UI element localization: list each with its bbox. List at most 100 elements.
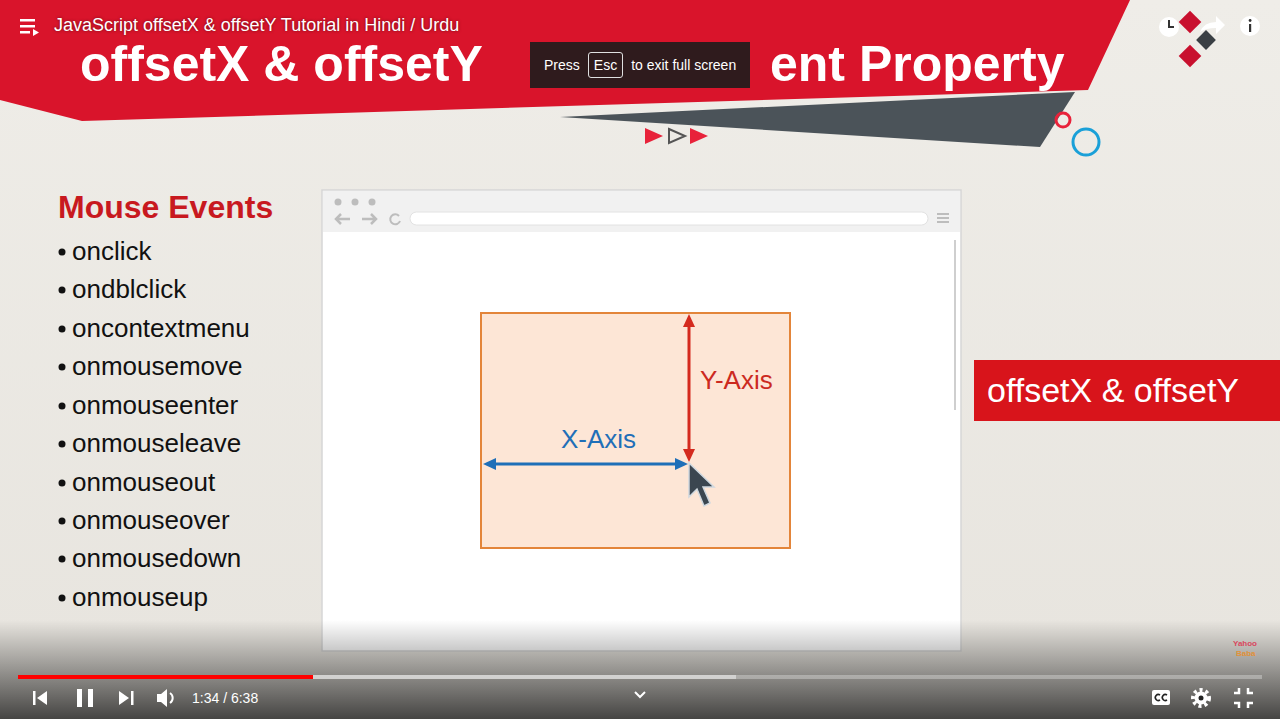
hint-text: to exit full screen (631, 57, 736, 73)
list-bullets-part (59, 249, 66, 256)
browser-window-part (335, 199, 342, 206)
browser-window-part (323, 191, 960, 232)
browser-window-part (369, 199, 376, 206)
y-axis-arrow (683, 314, 695, 462)
browser-window-part (352, 199, 359, 206)
y-axis-arrow-part (683, 314, 695, 327)
list-bullets-part (59, 480, 66, 487)
info-icon-part (1240, 16, 1260, 36)
volume-button (157, 689, 173, 707)
watch-later-icon (1159, 17, 1179, 37)
captions-button-part (1152, 690, 1170, 705)
mouse-cursor (689, 463, 714, 506)
pause-button (77, 689, 93, 707)
list-bullets-part (59, 326, 66, 333)
watch-later-icon-part (1169, 20, 1174, 27)
bottom-shade (0, 620, 1280, 719)
progress-bar (18, 675, 1262, 679)
event-name: onmousedown (72, 544, 241, 574)
exit-fullscreen-button-part (1234, 703, 1239, 708)
browser-window (322, 190, 961, 651)
property-band: offsetX & offsetY (974, 360, 1280, 421)
key-label: Esc (594, 57, 617, 73)
list-bullets-part (59, 403, 66, 410)
list-bullets-part (59, 556, 66, 563)
settings-button-part (1199, 696, 1204, 701)
exit-fullscreen-button-part (1248, 703, 1253, 708)
playlist-icon-part (33, 29, 39, 36)
info-icon (1240, 16, 1260, 36)
offset-area-fill (481, 313, 790, 548)
list-bullets-part (59, 595, 66, 602)
fullscreen-hint: Press to exit full screen Esc (530, 42, 750, 88)
play-arrows-part (669, 129, 685, 143)
info-icon-part (1249, 19, 1252, 22)
axis-label: Y-Axis (700, 366, 773, 396)
next-button-part (131, 691, 134, 705)
band-label: offsetX & offsetY (987, 360, 1267, 421)
browser-window-part (322, 190, 961, 651)
prev-button-part (37, 691, 47, 705)
channel-logo-part (1179, 45, 1202, 68)
next-button-part (119, 691, 129, 705)
browser-window-part (362, 214, 376, 224)
channel-logo (1179, 11, 1216, 68)
settings-button (1193, 690, 1209, 706)
title-banner-outline (0, 0, 1130, 121)
progress-bar-part (18, 675, 1262, 679)
list-bullets-part (59, 287, 66, 294)
settings-button-part (1195, 692, 1208, 705)
banner-heading: offsetX & offsetY (80, 36, 483, 94)
exit-fullscreen-button-part (1234, 688, 1239, 693)
captions-button-part (1162, 695, 1167, 701)
browser-window-part (954, 240, 956, 410)
volume-button-part (170, 693, 173, 703)
channel-logo-part (1196, 30, 1216, 50)
list-bullets-part (59, 441, 66, 448)
x-axis-arrow-part (483, 458, 496, 470)
watermark: Yahoo (1233, 639, 1257, 648)
event-name: onclick (72, 237, 151, 267)
prev-button (33, 691, 47, 705)
video-title: JavaScript offsetX & offsetY Tutorial in… (54, 15, 459, 36)
pause-button-part (88, 689, 93, 707)
y-axis-arrow-part (683, 449, 695, 462)
event-name: onmouseup (72, 583, 208, 613)
share-icon (1200, 16, 1225, 34)
event-name: oncontextmenu (72, 314, 250, 344)
banner-heading-tail: ent Property (770, 36, 1065, 94)
axis-label: X-Axis (561, 425, 636, 455)
list-bullets-part (59, 364, 66, 371)
browser-window-part (410, 212, 928, 225)
event-name: onmouseenter (72, 391, 238, 421)
y-axis-arrow-part (688, 324, 691, 450)
list-bullets (59, 249, 66, 602)
watermark: Baba (1236, 649, 1256, 658)
playlist-icon (20, 19, 39, 36)
playlist-icon-part (20, 25, 35, 28)
playlist-icon-part (20, 19, 35, 22)
hint-text: Press (544, 57, 580, 73)
list-heading: Mouse Events (58, 189, 273, 226)
play-arrows (645, 128, 708, 144)
settings-button-part (1193, 690, 1209, 706)
play-arrows-part (645, 128, 663, 144)
x-axis-arrow-part (675, 458, 688, 470)
browser-window-part (390, 214, 400, 224)
browser-window-part (937, 214, 949, 222)
info-icon-part (1249, 24, 1251, 32)
progress-bar-part (18, 675, 313, 679)
captions-button (1152, 690, 1170, 705)
next-button (119, 691, 134, 705)
offset-area: Y-AxisX-Axis (480, 312, 791, 549)
chevron (635, 692, 645, 697)
browser-window-part (336, 214, 350, 224)
pause-button-part (77, 689, 82, 707)
key-cap: Esc (588, 52, 623, 78)
play-arrows-part (690, 128, 708, 144)
event-name: onmouseout (72, 468, 215, 498)
deco-ring-blue (1073, 129, 1099, 155)
event-name: ondblclick (72, 275, 186, 305)
exit-fullscreen-button-part (1248, 688, 1253, 693)
progress-bar-part (18, 675, 736, 679)
